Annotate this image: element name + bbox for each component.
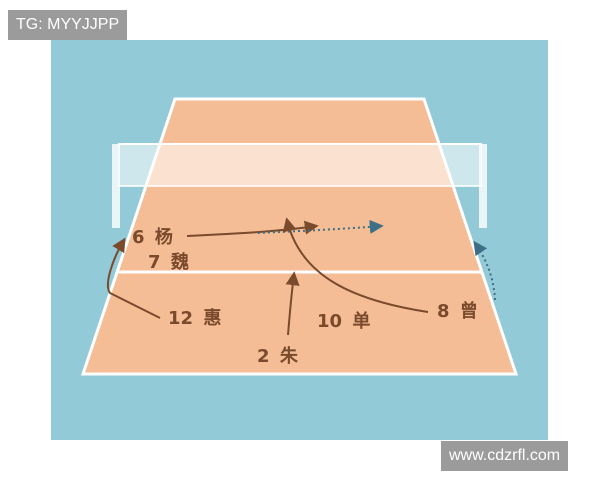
right-net-post	[479, 144, 487, 228]
player-2-number: 2	[257, 346, 270, 367]
player-6-number: 6	[132, 227, 145, 248]
player-7-label: 7 魏	[148, 251, 189, 273]
arrow-right-dotted	[473, 240, 496, 301]
player-8-name: 曾	[460, 300, 478, 322]
player-10-number: 10	[317, 311, 342, 332]
player-8-number: 8	[437, 301, 450, 322]
watermark-top-left: TG: MYYJJPP	[8, 10, 128, 40]
player-7-number: 7	[148, 252, 161, 273]
net	[118, 144, 482, 186]
player-12-name: 惠	[203, 308, 221, 329]
player-2-name: 朱	[280, 345, 299, 367]
arrow-8	[282, 217, 429, 313]
player-12-number: 12	[168, 308, 193, 329]
player-7-name: 魏	[170, 251, 189, 273]
watermark-bottom-right: www.cdzrfl.com	[441, 441, 569, 471]
court-boundary	[80, 97, 519, 376]
player-10-name: 单	[352, 310, 370, 332]
arrow-6-solid	[186, 220, 319, 237]
player-2-label: 2 朱	[257, 345, 299, 367]
player-6-name: 杨	[155, 226, 173, 248]
player-6-label: 6 杨	[132, 226, 173, 248]
player-12-label: 12 惠	[168, 308, 221, 329]
left-net-post	[112, 144, 120, 228]
arrow-2	[285, 271, 300, 336]
player-8-label: 8 曾	[437, 300, 478, 322]
arrow-12	[106, 237, 161, 319]
player-10-label: 10 单	[317, 310, 370, 332]
arrow-6-dotted	[257, 219, 384, 234]
